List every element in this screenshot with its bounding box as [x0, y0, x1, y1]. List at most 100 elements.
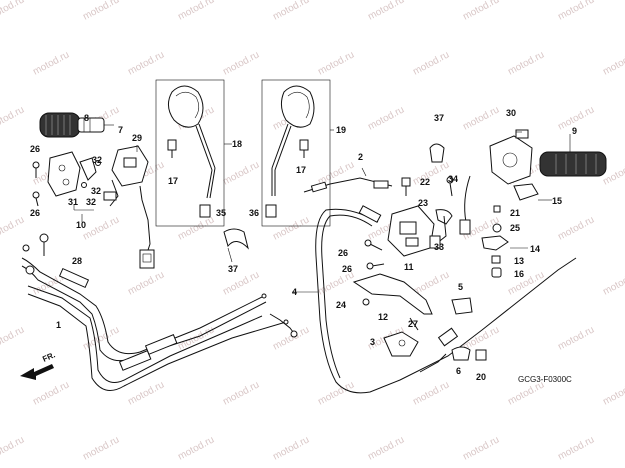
- watermark-text: motod.ru: [556, 324, 596, 352]
- callout-24: 24: [336, 300, 346, 310]
- watermark-text: motod.ru: [221, 159, 261, 187]
- callout-5: 5: [458, 282, 463, 292]
- callout-21: 21: [510, 208, 520, 218]
- watermark-text: motod.ru: [126, 379, 166, 407]
- right-small-parts: [429, 143, 509, 361]
- callout-1: 1: [56, 320, 61, 330]
- watermark-text: motod.ru: [81, 214, 121, 242]
- brake-cable: [315, 205, 577, 394]
- watermark-text: motod.ru: [271, 0, 311, 23]
- callout-16: 16: [514, 269, 524, 279]
- right-mirror: [261, 79, 331, 227]
- right-switch-housing: [364, 177, 453, 270]
- callout-2: 2: [358, 152, 363, 162]
- callout-25: 25: [510, 223, 520, 233]
- front-arrow: FR.: [20, 350, 57, 380]
- right-grip: [446, 129, 607, 235]
- watermark-text: motod.ru: [271, 434, 311, 462]
- watermark-text: motod.ru: [411, 49, 451, 77]
- callout-8: 8: [84, 113, 89, 123]
- clutch-cable: [303, 177, 393, 193]
- callout-19: 19: [336, 125, 346, 135]
- callout-26-c: 26: [338, 248, 348, 258]
- watermark-text: motod.ru: [176, 214, 216, 242]
- callout-36: 36: [249, 208, 259, 218]
- watermark-text: motod.ru: [126, 269, 166, 297]
- watermark-text: motod.ru: [0, 324, 26, 352]
- watermark-text: motod.ru: [461, 0, 501, 23]
- watermark-text: motod.ru: [461, 104, 501, 132]
- watermark-text: motod.ru: [31, 49, 71, 77]
- callout-26-a: 26: [30, 144, 40, 154]
- diagram-code: GCG3-F0300C: [518, 375, 572, 384]
- callout-26-b: 26: [30, 208, 40, 218]
- watermark-text: motod.ru: [221, 49, 261, 77]
- callout-4: 4: [292, 287, 297, 297]
- watermark-text: motod.ru: [126, 49, 166, 77]
- callout-11: 11: [404, 262, 414, 272]
- throttle-cables: [21, 233, 298, 391]
- watermark-text: motod.ru: [556, 0, 596, 23]
- callout-20: 20: [476, 372, 486, 382]
- watermark-text: motod.ru: [556, 434, 596, 462]
- watermark-text: motod.ru: [556, 214, 596, 242]
- watermark-text: motod.ru: [0, 434, 26, 462]
- watermark-text: motod.ru: [601, 269, 625, 297]
- callout-15: 15: [552, 196, 562, 206]
- callout-9: 9: [572, 126, 577, 136]
- watermark-text: motod.ru: [0, 0, 26, 23]
- watermark-text: motod.ru: [176, 0, 216, 23]
- callout-18: 18: [232, 139, 242, 149]
- watermark-text: motod.ru: [366, 434, 406, 462]
- left-switch-housing: [47, 145, 155, 269]
- callout-35: 35: [216, 208, 226, 218]
- callout-17-a: 17: [168, 176, 178, 186]
- watermark-text: motod.ru: [366, 104, 406, 132]
- watermark-text: motod.ru: [0, 104, 26, 132]
- watermark-text: motod.ru: [316, 379, 356, 407]
- callout-32-a: 32: [92, 155, 102, 165]
- watermark-text: motod.ru: [31, 379, 71, 407]
- brake-lever: [352, 273, 433, 357]
- callout-3: 3: [370, 337, 375, 347]
- callout-13: 13: [514, 256, 524, 266]
- cable-clamp-left: [223, 228, 249, 250]
- callout-37-b: 37: [434, 113, 444, 123]
- callout-27: 27: [408, 319, 418, 329]
- watermark-text: motod.ru: [81, 324, 121, 352]
- callout-31: 31: [68, 197, 78, 207]
- callout-7: 7: [118, 125, 123, 135]
- watermark-text: motod.ru: [506, 49, 546, 77]
- callout-28: 28: [72, 256, 82, 266]
- callout-6: 6: [456, 366, 461, 376]
- watermark-text: motod.ru: [411, 379, 451, 407]
- watermark-text: motod.ru: [81, 434, 121, 462]
- callout-23: 23: [418, 198, 428, 208]
- callouts: 8 7 29 26 26 32 32 31 32 10 18 17 35 19 …: [30, 108, 577, 382]
- left-screws: [32, 161, 40, 207]
- callout-34: 34: [448, 174, 458, 184]
- watermark-text: motod.ru: [601, 379, 625, 407]
- callout-22: 22: [420, 177, 430, 187]
- watermark-text: motod.ru: [271, 324, 311, 352]
- callout-29: 29: [132, 133, 142, 143]
- callout-33: 33: [434, 242, 444, 252]
- front-arrow-label: FR.: [41, 350, 56, 363]
- watermark-text: motod.ru: [601, 49, 625, 77]
- leader-lines: [73, 117, 571, 293]
- watermark-text: motod.ru: [366, 0, 406, 23]
- callout-17-b: 17: [296, 165, 306, 175]
- left-grip: [39, 112, 105, 138]
- watermark-text: motod.ru: [411, 159, 451, 187]
- watermark-text: motod.ru: [271, 214, 311, 242]
- watermark-text: motod.ru: [221, 379, 261, 407]
- watermark-text: motod.ru: [176, 434, 216, 462]
- callout-12: 12: [378, 312, 388, 322]
- callout-32-c: 32: [86, 197, 96, 207]
- watermark-text: motod.ru: [81, 0, 121, 23]
- callout-10: 10: [76, 220, 86, 230]
- watermark-text: motod.ru: [0, 214, 26, 242]
- callout-14: 14: [530, 244, 540, 254]
